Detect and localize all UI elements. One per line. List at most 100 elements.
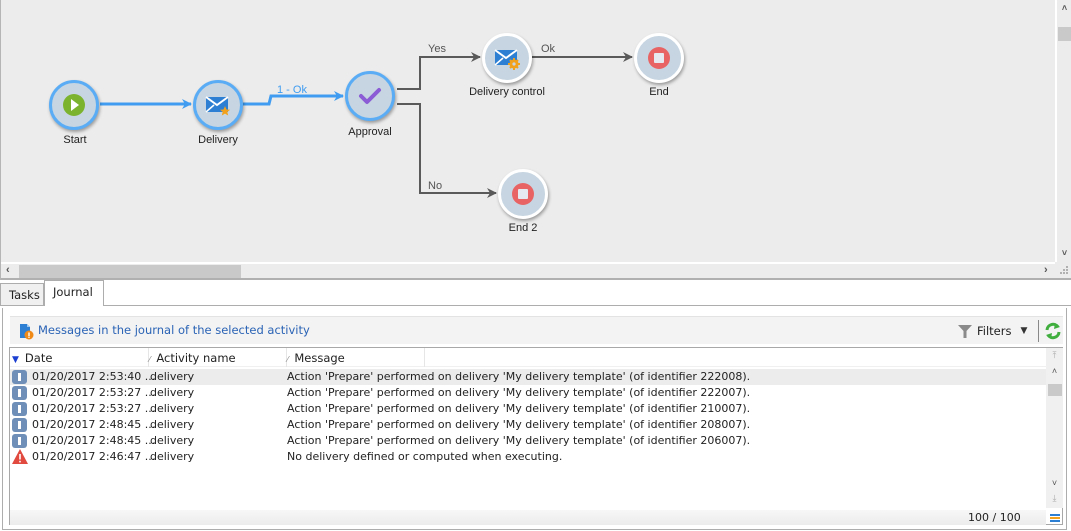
table-row[interactable]: 01/20/2017 2:53:27 ... delivery Action '… (10, 401, 1046, 417)
row-activity: delivery (150, 370, 195, 383)
resize-grip-icon[interactable] (1057, 265, 1071, 277)
journal-panel: Messages in the journal of the selected … (0, 306, 1071, 531)
table-row[interactable]: 01/20/2017 2:48:45 ... delivery Action '… (10, 433, 1046, 449)
activity-delivery-control[interactable] (482, 33, 532, 83)
grid-vertical-scrollbar[interactable]: ⤒ ˄ ˅ ⤓ (1046, 348, 1063, 508)
transition-label: Ok (541, 43, 556, 55)
activity-label: Start (63, 134, 87, 146)
table-row[interactable]: 01/20/2017 2:48:45 ... delivery Action '… (10, 417, 1046, 433)
column-label: Activity name (156, 351, 236, 365)
canvas-horizontal-scrollbar[interactable]: ‹ › (1, 262, 1055, 279)
sort-icon: ⁄ (149, 355, 151, 364)
table-row[interactable]: 01/20/2017 2:46:47 ... delivery No deliv… (10, 449, 1046, 465)
scroll-to-bottom-icon[interactable]: ⤓ (1052, 493, 1057, 503)
scroll-thumb[interactable] (1048, 384, 1062, 396)
journal-toolbar: Messages in the journal of the selected … (10, 316, 1063, 344)
row-activity: delivery (150, 402, 195, 415)
table-row[interactable]: 01/20/2017 2:53:40 ... delivery Action '… (10, 369, 1046, 385)
canvas-vertical-scrollbar[interactable]: ˄ ˅ (1055, 0, 1071, 262)
tab-bar: Tasks Journal (0, 280, 1071, 307)
info-icon (12, 370, 27, 384)
activity-label: End (649, 86, 669, 98)
row-date: 01/20/2017 2:53:27 ... (32, 386, 156, 399)
column-menu-icon[interactable] (1049, 512, 1061, 524)
column-label: Date (24, 351, 53, 365)
row-activity: delivery (150, 434, 195, 447)
scroll-thumb[interactable] (19, 265, 241, 279)
row-message: Action 'Prepare' performed on delivery '… (287, 418, 751, 431)
transition-approval-deliverycontrol[interactable] (397, 52, 481, 90)
email-gear-icon (494, 49, 520, 70)
activity-label: Approval (348, 126, 392, 138)
info-icon (12, 402, 27, 416)
sort-descending-icon: ▼ (12, 355, 19, 365)
scroll-up-icon[interactable]: ˄ (1061, 3, 1068, 13)
play-icon (63, 94, 85, 116)
grid-footer: 100 / 100 (10, 510, 1046, 525)
toolbar-separator (1038, 320, 1039, 342)
warning-icon (12, 449, 28, 464)
column-header-message[interactable]: ⁄Message (287, 348, 425, 367)
row-message: Action 'Prepare' performed on delivery '… (287, 370, 751, 383)
transition-delivery-approval[interactable] (243, 91, 344, 106)
row-activity: delivery (150, 450, 195, 463)
row-message: No delivery defined or computed when exe… (287, 450, 563, 463)
filter-icon (958, 325, 972, 338)
row-message: Action 'Prepare' performed on delivery '… (287, 402, 751, 415)
scroll-left-icon[interactable]: ‹ (6, 264, 10, 276)
column-label: Message (294, 351, 345, 365)
journal-title: Messages in the journal of the selected … (38, 323, 310, 337)
filters-label: Filters (977, 324, 1012, 338)
transition-approval-end2[interactable] (397, 103, 497, 198)
row-date: 01/20/2017 2:48:45 ... (32, 418, 156, 431)
table-row[interactable]: 01/20/2017 2:53:27 ... delivery Action '… (10, 385, 1046, 401)
info-icon (12, 434, 27, 448)
column-header-activity-name[interactable]: ⁄ Activity name (149, 348, 287, 367)
column-header-date[interactable]: ▼ Date (12, 348, 149, 367)
row-date: 01/20/2017 2:46:47 ... (32, 450, 156, 463)
activity-end[interactable] (634, 33, 684, 83)
transitions-layer (100, 52, 633, 198)
transition-label: Yes (428, 43, 446, 55)
activity-label: Delivery control (469, 86, 545, 98)
row-activity: delivery (150, 418, 195, 431)
transition-label: 1 - Ok (277, 84, 307, 96)
row-message: Action 'Prepare' performed on delivery '… (287, 434, 751, 447)
info-icon (12, 418, 27, 432)
row-date: 01/20/2017 2:53:27 ... (32, 402, 156, 415)
activity-label: Delivery (198, 134, 238, 146)
activity-end-2[interactable] (498, 169, 548, 219)
refresh-icon[interactable] (1044, 321, 1062, 341)
journal-grid: ▼ Date ⁄ Activity name ⁄Message 01/20/2017… (9, 347, 1063, 525)
scroll-down-icon[interactable]: ˅ (1061, 248, 1068, 258)
row-date: 01/20/2017 2:53:40 ... (32, 370, 156, 383)
filters-button[interactable]: Filters ▼ (958, 321, 1027, 341)
scroll-right-icon[interactable]: › (1044, 264, 1048, 276)
row-date: 01/20/2017 2:48:45 ... (32, 434, 156, 447)
scroll-thumb[interactable] (1058, 27, 1071, 41)
tab-journal[interactable]: Journal (44, 280, 104, 307)
row-activity: delivery (150, 386, 195, 399)
transition-label: No (428, 180, 443, 192)
panel-frame (2, 308, 1067, 530)
scroll-down-icon[interactable]: ˅ (1051, 478, 1058, 488)
stop-icon (512, 183, 534, 205)
scroll-to-top-icon[interactable]: ⤒ (1052, 350, 1057, 360)
row-message: Action 'Prepare' performed on delivery '… (287, 386, 751, 399)
activity-delivery[interactable] (193, 80, 243, 130)
splitter[interactable] (1, 278, 1071, 280)
activity-label: End 2 (508, 222, 538, 234)
grid-header: ▼ Date ⁄ Activity name ⁄Message (10, 348, 1046, 367)
checkmark-icon (359, 88, 381, 104)
stop-icon (648, 47, 670, 69)
scroll-up-icon[interactable]: ˄ (1051, 366, 1058, 376)
journal-icon (20, 324, 34, 340)
record-count: 100 / 100 (968, 511, 1021, 524)
activity-approval[interactable] (345, 71, 395, 121)
workflow-canvas[interactable]: 1 - Ok Yes Ok No Start Delivery Approval (0, 0, 1071, 280)
dropdown-arrow-icon: ▼ (1020, 326, 1028, 336)
tab-tasks[interactable]: Tasks (0, 283, 44, 305)
info-icon (12, 386, 27, 400)
activity-start[interactable] (49, 80, 99, 130)
email-star-icon (205, 96, 230, 116)
